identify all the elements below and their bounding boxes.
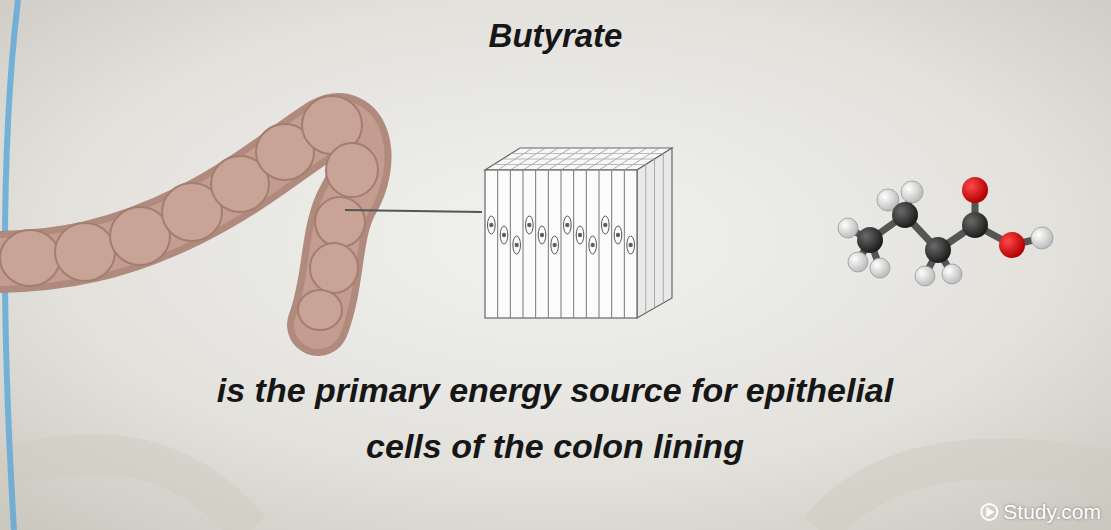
cell-stroke (502, 233, 505, 236)
cell-stroke (629, 243, 632, 246)
cell-stroke (564, 216, 572, 234)
watermark: Study.com (1003, 500, 1101, 524)
cell-stroke (654, 159, 655, 308)
cell-stroke (561, 170, 562, 318)
cell-stroke (526, 216, 534, 234)
cell-stroke (611, 170, 612, 318)
cell-stroke (511, 153, 663, 154)
cell-stroke (604, 223, 607, 226)
cell-stroke (614, 226, 622, 244)
cell-stroke (616, 233, 619, 236)
cell-stroke (627, 236, 635, 254)
cell-stroke (488, 216, 496, 234)
cell-stroke (566, 223, 569, 226)
cell-stroke (589, 236, 597, 254)
background-texture (0, 454, 1111, 530)
cell-stroke (624, 170, 625, 318)
cell-stroke (528, 223, 531, 226)
caption: is the primary energy source for epithel… (195, 362, 915, 474)
cell-stroke (490, 223, 493, 226)
cell-stroke (513, 236, 521, 254)
cell-stroke (553, 243, 556, 246)
epithelium-block (485, 148, 672, 318)
cell-stroke (591, 243, 594, 246)
cell-stroke (515, 243, 518, 246)
cell-stroke (503, 159, 655, 160)
cell-stroke (576, 226, 584, 244)
cell-stroke (548, 170, 549, 318)
leader-line (345, 210, 482, 212)
cell-stroke (578, 233, 581, 236)
cell-stroke (663, 154, 664, 304)
cell-stroke (500, 226, 508, 244)
cell-stroke (599, 170, 600, 318)
cell-stroke (540, 233, 543, 236)
cell-stroke (510, 170, 511, 318)
butyrate-molecule (838, 177, 1053, 286)
cell-stroke (551, 236, 559, 254)
cell-stroke (645, 165, 646, 314)
cell-stroke (494, 164, 646, 165)
cell-stroke (573, 170, 574, 318)
cell-stroke (586, 170, 587, 318)
colon (0, 96, 482, 330)
watermark-icon (981, 504, 997, 520)
cell-stroke (602, 216, 610, 234)
title: Butyrate (0, 16, 1111, 56)
cell-stroke (535, 170, 536, 318)
cell-stroke (497, 170, 498, 318)
cell-stroke (538, 226, 546, 244)
cell-stroke (523, 170, 524, 318)
